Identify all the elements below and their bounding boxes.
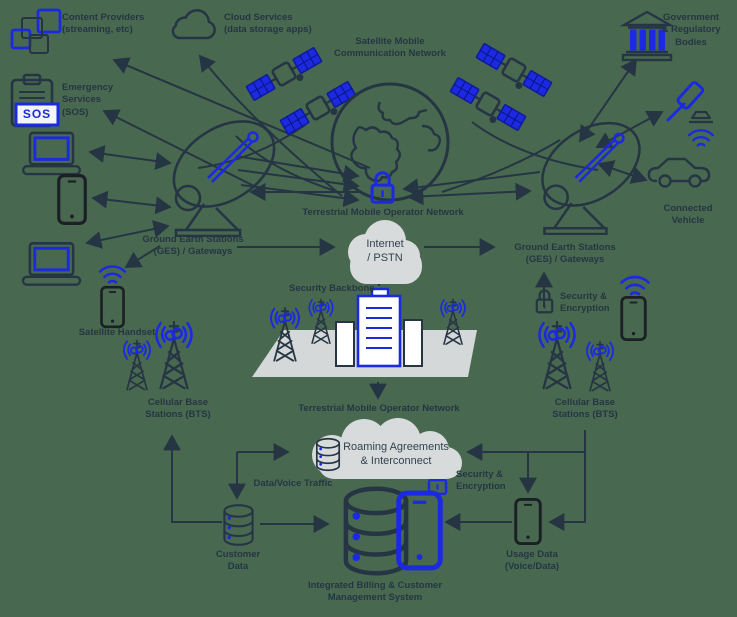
bts-tower-right-icon — [586, 340, 614, 392]
sos-badge-label: SOS — [22, 107, 52, 121]
tmon-bottom-label: Terrestrial Mobile Operator Network — [298, 403, 460, 414]
smartphone-icon — [57, 173, 87, 226]
bts-right-label: Cellular Base Stations (BTS) — [552, 397, 618, 421]
customer-data-label: Customer Data — [215, 549, 261, 573]
ground-earth-station-left-icon — [156, 112, 292, 237]
handset-wifi-icon — [98, 265, 127, 284]
customer-data-database-icon — [223, 504, 254, 546]
connected-vehicle-label: Connected Vehicle — [663, 203, 713, 227]
satellite-handset-label: Satellite Handset — [78, 327, 156, 338]
emergency-services-label: Emergency Services (SOS) — [62, 82, 114, 118]
roaming-cloud — [312, 418, 462, 479]
laptop-icon — [21, 131, 82, 176]
security-encryption-bottom-label: Security & Encryption — [456, 469, 506, 493]
security-encryption-right-label: Security & Encryption — [560, 291, 610, 315]
laptop-icon — [21, 241, 82, 287]
content-providers-label: Content Providers (streaming, etc) — [62, 12, 145, 36]
operator-network-city — [252, 287, 477, 377]
security-backbone-label: Security Backbone — [289, 283, 375, 294]
bts-left-label: Cellular Base Stations (BTS) — [145, 397, 211, 421]
content-providers-icon — [10, 8, 62, 54]
vehicle-wifi-icon — [687, 129, 715, 147]
sos-badge — [14, 102, 60, 127]
city-building-icon — [335, 321, 355, 367]
usage-data-phone-icon — [514, 497, 542, 546]
city-building-icon — [403, 319, 423, 367]
satellite-icon — [278, 79, 361, 142]
satellite-icon — [445, 75, 528, 138]
ges-right-label: Ground Earth Stations (GES) / Gateways — [514, 242, 616, 266]
usage-data-label: Usage Data (Voice/Data) — [504, 549, 560, 573]
bts-tower-right-icon — [538, 320, 576, 390]
cloud-services-label: Cloud Services (data storage apps) — [224, 12, 312, 36]
connected-vehicle-icon — [647, 157, 711, 188]
internet-pstn-cloud — [348, 220, 422, 284]
bts-tower-left-icon — [123, 339, 151, 391]
tmon-top-label: Terrestrial Mobile Operator Network — [302, 207, 464, 218]
gavel-icon — [666, 81, 713, 124]
earth-globe-icon — [330, 82, 450, 202]
government-label: Government & Regulatory Bodies — [661, 12, 721, 48]
satellite-handset-icon — [100, 285, 125, 329]
data-voice-traffic-label: Data/Voice Traffic — [253, 478, 333, 489]
emergency-services-icon — [10, 73, 60, 128]
connector-arrows — [85, 54, 664, 533]
government-building-icon — [619, 10, 675, 62]
ges-left-label: Ground Earth Stations (GES) / Gateways — [142, 234, 244, 258]
network-title: Satellite Mobile Communication Network — [334, 36, 446, 60]
roaming-label: Roaming Agreements & Interconnect — [343, 441, 449, 468]
billing-system-label: Integrated Billing & Customer Management… — [307, 580, 443, 604]
internet-pstn-label: Internet / PSTN — [366, 238, 404, 265]
security-backbone-building-icon — [356, 287, 402, 368]
